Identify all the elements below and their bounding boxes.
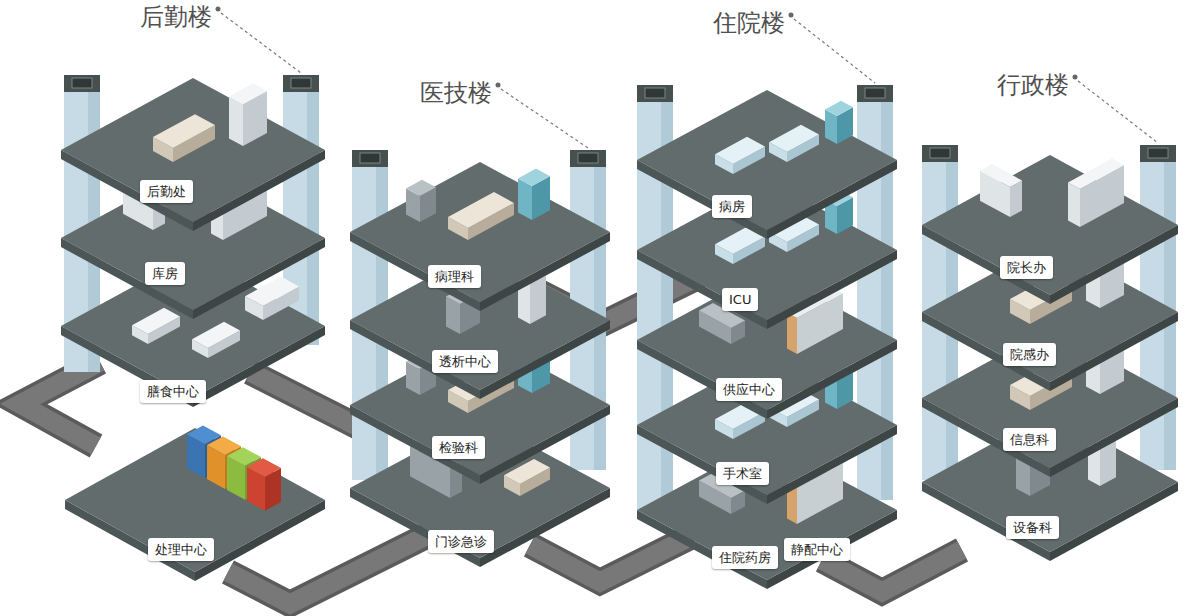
floor-label: 院长办 xyxy=(1007,260,1046,275)
furniture xyxy=(153,114,215,148)
pillar-cap xyxy=(570,150,606,167)
floor-label: 病房 xyxy=(719,199,745,214)
pillar-cap-inner xyxy=(360,153,380,163)
pillar-cap xyxy=(283,75,319,92)
walkway xyxy=(20,362,100,446)
furniture xyxy=(715,137,765,164)
pillar-cap xyxy=(1140,145,1176,162)
floor-tab: 库房 xyxy=(145,262,185,285)
floor-label: 后勤处 xyxy=(147,184,186,199)
floor-label: 透析中心 xyxy=(439,354,491,369)
floor-tab: 院长办 xyxy=(1000,256,1053,279)
furniture xyxy=(132,308,180,334)
pillar-cap-inner xyxy=(578,153,598,163)
floor-label: 信息科 xyxy=(1010,432,1049,447)
building-title: 住院楼 xyxy=(713,8,785,38)
leader-dot xyxy=(789,13,794,18)
furniture xyxy=(406,180,436,196)
floor-tab: 处理中心 xyxy=(148,538,214,561)
pillar-cap-inner xyxy=(72,78,92,88)
leader-line xyxy=(221,13,301,73)
floor-plate xyxy=(637,90,897,230)
floor-tab: 院感办 xyxy=(1003,343,1056,366)
floor-tab: 病房 xyxy=(712,195,752,218)
pillar-cap xyxy=(352,150,388,167)
floor-tab: 病理科 xyxy=(428,265,481,288)
floor-tab: 住院药房 xyxy=(712,546,778,569)
floor-label: 检验科 xyxy=(439,440,478,455)
floor-plate xyxy=(922,242,1178,382)
furniture xyxy=(787,313,797,354)
leader-dot xyxy=(1073,75,1078,80)
leader-line xyxy=(1078,81,1158,143)
floor-plate xyxy=(350,418,610,558)
floor-tab: 检验科 xyxy=(432,436,485,459)
building-title: 行政楼 xyxy=(997,70,1069,100)
floor-label: 住院药房 xyxy=(719,550,771,565)
floor-tab: ICU xyxy=(722,288,758,311)
floor-plate xyxy=(922,155,1178,295)
floor-label: 库房 xyxy=(152,266,178,281)
floor-tab: 设备科 xyxy=(1006,516,1059,539)
pillar-cap xyxy=(857,85,893,102)
floor-plate xyxy=(922,412,1178,552)
leader-line xyxy=(794,19,875,83)
walkway-edge xyxy=(20,362,100,446)
floor-label: 门诊急诊 xyxy=(435,534,487,549)
floor-plate xyxy=(350,250,610,390)
leader-line xyxy=(501,89,588,148)
furniture xyxy=(229,83,267,104)
furniture xyxy=(192,322,240,348)
pillar-cap-inner xyxy=(930,148,950,158)
floor-label: 供应中心 xyxy=(723,382,775,397)
floor-tab: 供应中心 xyxy=(716,378,782,401)
floor-label: 病理科 xyxy=(435,269,474,284)
furniture xyxy=(229,96,243,146)
floor-label: 设备科 xyxy=(1013,520,1052,535)
pillar-shade xyxy=(594,150,606,470)
floor-label: 处理中心 xyxy=(155,542,207,557)
furniture xyxy=(980,164,1022,187)
pillar-cap-inner xyxy=(1148,148,1168,158)
pillar-cap-inner xyxy=(865,88,885,98)
floor-plate xyxy=(61,78,325,222)
furniture xyxy=(769,125,819,152)
walkway-edge xyxy=(530,536,692,582)
floor-label: 静配中心 xyxy=(791,542,843,557)
furniture xyxy=(1068,159,1124,190)
floor-plate xyxy=(922,328,1178,468)
furniture xyxy=(518,169,550,186)
pillar-cap-inner xyxy=(291,78,311,88)
floor-label: 院感办 xyxy=(1010,347,1049,362)
floor-tab: 后勤处 xyxy=(140,180,193,203)
floor-plate xyxy=(350,162,610,302)
floor-plate xyxy=(65,428,325,572)
pillar-shade xyxy=(307,75,319,345)
pillar-cap xyxy=(64,75,100,92)
pillar-cap xyxy=(922,145,958,162)
floor-tab: 透析中心 xyxy=(432,350,498,373)
floor-label: 手术室 xyxy=(723,466,762,481)
floor-tab: 信息科 xyxy=(1003,428,1056,451)
floor-tab: 门诊急诊 xyxy=(428,530,494,553)
floor-tab: 手术室 xyxy=(716,462,769,485)
furniture xyxy=(825,101,853,116)
walkway xyxy=(530,536,692,582)
leader-dot xyxy=(496,83,501,88)
furniture xyxy=(1068,183,1080,228)
waste-bin xyxy=(247,458,281,477)
building-title: 后勤楼 xyxy=(140,2,212,32)
floor-tab: 静配中心 xyxy=(784,538,850,561)
floor-plate xyxy=(350,335,610,475)
pillar-cap-inner xyxy=(645,88,665,98)
leader-dot xyxy=(216,7,221,12)
floor-label: 膳食中心 xyxy=(147,384,199,399)
floor-tab: 膳食中心 xyxy=(140,380,206,403)
floor-label: ICU xyxy=(729,292,751,307)
furniture xyxy=(448,192,514,228)
pillar-cap xyxy=(637,85,673,102)
building-title: 医技楼 xyxy=(420,78,492,108)
